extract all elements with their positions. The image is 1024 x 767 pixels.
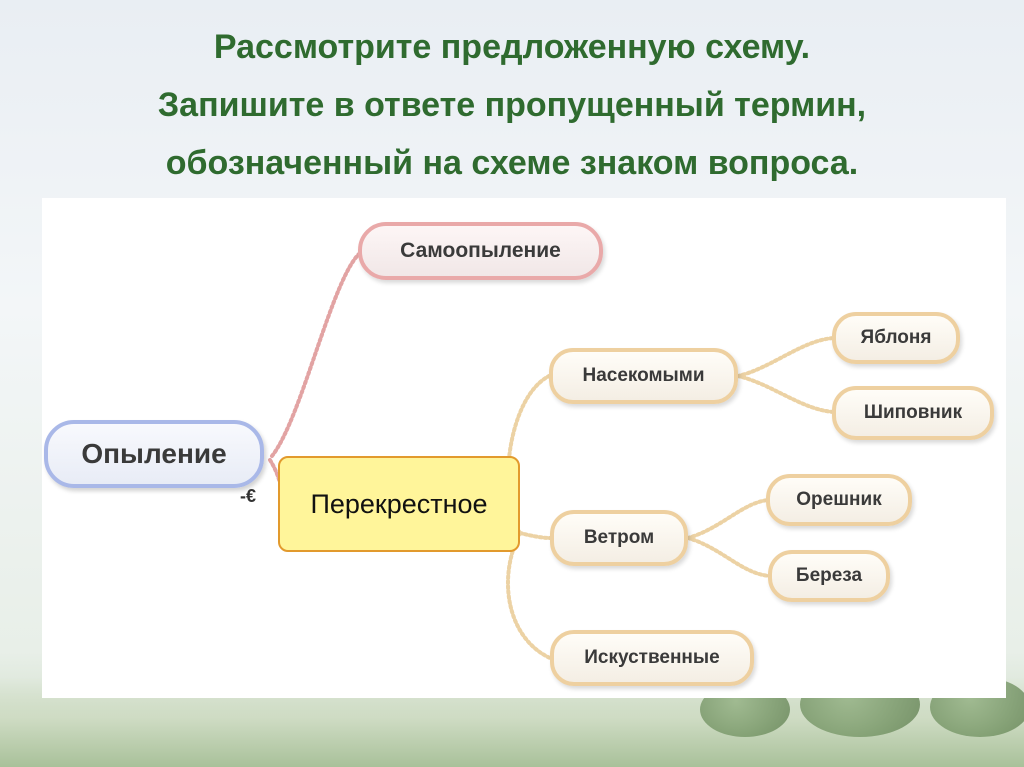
node-rosehip: Шиповник	[832, 386, 994, 440]
link-wind-birch	[686, 536, 772, 578]
link-answer-wind	[518, 531, 552, 540]
title-line-2: Запишите в ответе пропущенный термин,	[157, 86, 867, 124]
mind-map-panel: Опыление -€ Самоопыление Перекрестное На…	[42, 198, 1006, 698]
link-root-self	[270, 251, 362, 458]
title-line-3: обозначенный на схеме знаком вопроса.	[165, 144, 859, 182]
node-cross-pollination: Перекрестное	[278, 456, 520, 552]
title-line-1: Рассмотрите предложенную схему.	[213, 28, 811, 66]
node-wind-label: Ветром	[583, 527, 655, 548]
page-title: Рассмотрите предложенную схему. Запишите…	[40, 18, 984, 192]
node-insects: Насекомыми	[549, 348, 738, 404]
link-answer-artificial	[506, 531, 552, 660]
link-insects-apple	[736, 336, 836, 378]
node-birch: Береза	[768, 550, 890, 602]
node-cross-pollination-label: Перекрестное	[310, 488, 488, 519]
node-apple: Яблоня	[832, 312, 960, 364]
node-pollination-label: Опыление	[81, 438, 227, 469]
node-artificial: Искуственные	[550, 630, 754, 686]
node-pollination: Опыление	[44, 420, 264, 488]
link-insects-rosehip	[736, 374, 836, 414]
node-artificial-label: Искуственные	[584, 647, 720, 668]
link-wind-hazel	[686, 498, 770, 540]
node-birch-label: Береза	[795, 565, 863, 586]
node-hazel: Орешник	[766, 474, 912, 526]
node-self-pollination: Самоопыление	[358, 222, 603, 280]
node-insects-label: Насекомыми	[582, 365, 705, 386]
node-apple-label: Яблоня	[860, 327, 932, 348]
node-wind: Ветром	[550, 510, 688, 566]
node-hazel-label: Орешник	[796, 489, 882, 510]
node-self-pollination-label: Самоопыление	[400, 239, 561, 262]
node-rosehip-label: Шиповник	[863, 402, 963, 423]
collapse-marker[interactable]: -€	[240, 486, 257, 506]
